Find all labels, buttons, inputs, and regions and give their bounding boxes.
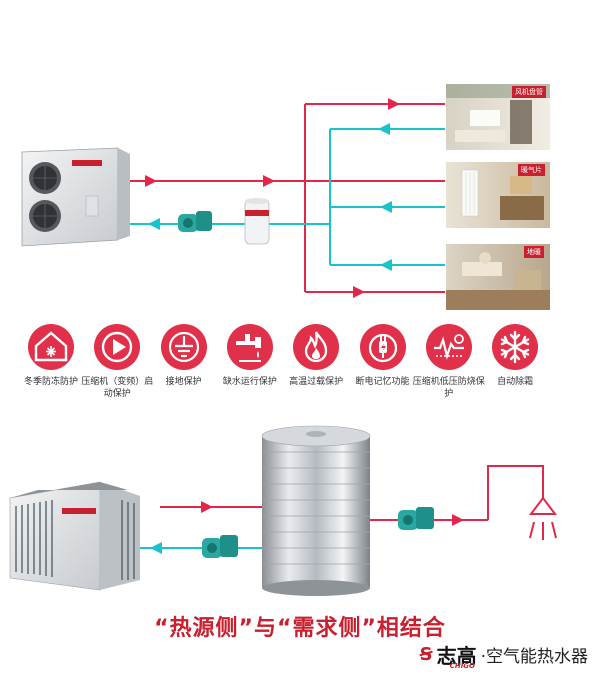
circulation-pump-top bbox=[178, 211, 212, 232]
brand-product: ·空气能热水器 bbox=[480, 647, 588, 667]
brand-logo-icon: Ꞩ bbox=[419, 644, 433, 665]
room-floor-heating bbox=[446, 244, 550, 310]
circulation-pump-inlet bbox=[202, 535, 238, 558]
cold-return-pipes bbox=[120, 128, 445, 266]
diagram-caption: “热源侧”与“需求侧”相结合 bbox=[154, 616, 446, 641]
faucet-icon bbox=[226, 324, 273, 370]
brand-lockup: Ꞩ 志高 ·空气能热水器 bbox=[420, 640, 588, 669]
feature-label: 自动除霜 bbox=[497, 377, 534, 387]
ground-icon bbox=[160, 324, 207, 370]
outdoor-unit-large bbox=[9, 481, 140, 591]
room-tag-radiator: 暖气片 bbox=[518, 164, 545, 176]
brand-name: 志高 bbox=[436, 644, 477, 668]
feature-label: 压缩机（变频）启动保护 bbox=[81, 377, 154, 399]
pressure-gauge-icon bbox=[425, 324, 472, 370]
flame-icon bbox=[293, 324, 340, 370]
feature-label: 高温过载保护 bbox=[289, 377, 344, 387]
hot-supply-pipes bbox=[120, 103, 445, 293]
feature-label: 冬季防冻防护 bbox=[23, 377, 78, 387]
outdoor-unit-small bbox=[21, 147, 130, 247]
room-tag-floor-heating: 地暖 bbox=[524, 246, 544, 258]
house-snowflake-icon bbox=[28, 324, 74, 370]
feature-label: 缺水运行保护 bbox=[222, 377, 277, 387]
brand-latin: CHIGO bbox=[449, 662, 475, 670]
stainless-water-tank bbox=[261, 425, 371, 596]
circulation-pump-outlet bbox=[398, 507, 434, 530]
hot-flow-arrows bbox=[145, 98, 400, 298]
power-plug-icon bbox=[359, 324, 406, 370]
feature-label: 断电记忆功能 bbox=[355, 377, 410, 387]
bottom-flow-arrows bbox=[150, 501, 464, 554]
feature-label: 压缩机低压防烧保护 bbox=[412, 377, 485, 399]
buffer-tank bbox=[244, 198, 270, 245]
feature-label: 接地保护 bbox=[165, 377, 202, 387]
cold-flow-arrows bbox=[148, 123, 392, 271]
shower-head-icon bbox=[529, 496, 557, 540]
play-icon bbox=[94, 324, 141, 370]
room-tag-fan-coil: 风机盘管 bbox=[512, 86, 546, 98]
snowflake-icon bbox=[492, 324, 539, 370]
